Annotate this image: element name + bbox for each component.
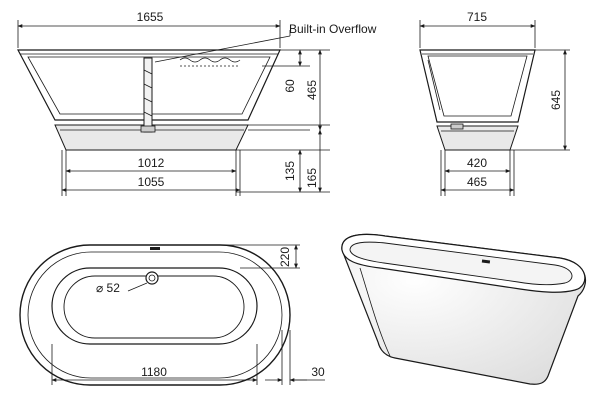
plan-outer-rim xyxy=(19,244,291,386)
end-tub-body xyxy=(419,49,536,123)
base-height-label: 135 xyxy=(283,161,297,181)
inner-depth-label: 465 xyxy=(305,80,319,100)
plinth-height-label: 165 xyxy=(305,168,319,188)
plan-inner-rim xyxy=(27,251,283,379)
end-plinth xyxy=(436,125,519,151)
side-overall-length-label: 1655 xyxy=(137,10,164,24)
rim-offset-label: 30 xyxy=(311,365,325,379)
perspective-view xyxy=(341,233,586,385)
end-base-bottom-width-label: 465 xyxy=(467,175,487,189)
end-elevation: 715 645 420 465 xyxy=(419,10,570,196)
side-elevation: 1655 Built-in Overflow 60 465 135 165 10… xyxy=(17,10,377,196)
end-overall-height-label: 645 xyxy=(549,90,563,110)
overflow-leader xyxy=(154,35,291,63)
inner-length-label: 1180 xyxy=(141,365,167,379)
side-waste-pipe xyxy=(143,57,153,133)
end-overall-width-label: 715 xyxy=(467,10,487,24)
rim-width-label: 220 xyxy=(278,247,292,267)
side-tub-inner xyxy=(27,56,271,115)
waste-diameter-label: ⌀ 52 xyxy=(96,281,120,295)
plan-basin-outer xyxy=(51,267,258,345)
plan-view: ⌀ 52 220 1180 30 xyxy=(19,244,325,386)
base-bottom-width-label: 1055 xyxy=(138,175,165,189)
plan-waste-outlet xyxy=(145,271,159,285)
overflow-height-label: 60 xyxy=(283,79,297,93)
base-top-width-label: 1012 xyxy=(138,156,165,170)
end-base-top-width-label: 420 xyxy=(467,156,487,170)
side-overflow-wave xyxy=(179,57,241,63)
overflow-label: Built-in Overflow xyxy=(289,22,377,36)
perspective-rim-inner xyxy=(349,241,573,286)
